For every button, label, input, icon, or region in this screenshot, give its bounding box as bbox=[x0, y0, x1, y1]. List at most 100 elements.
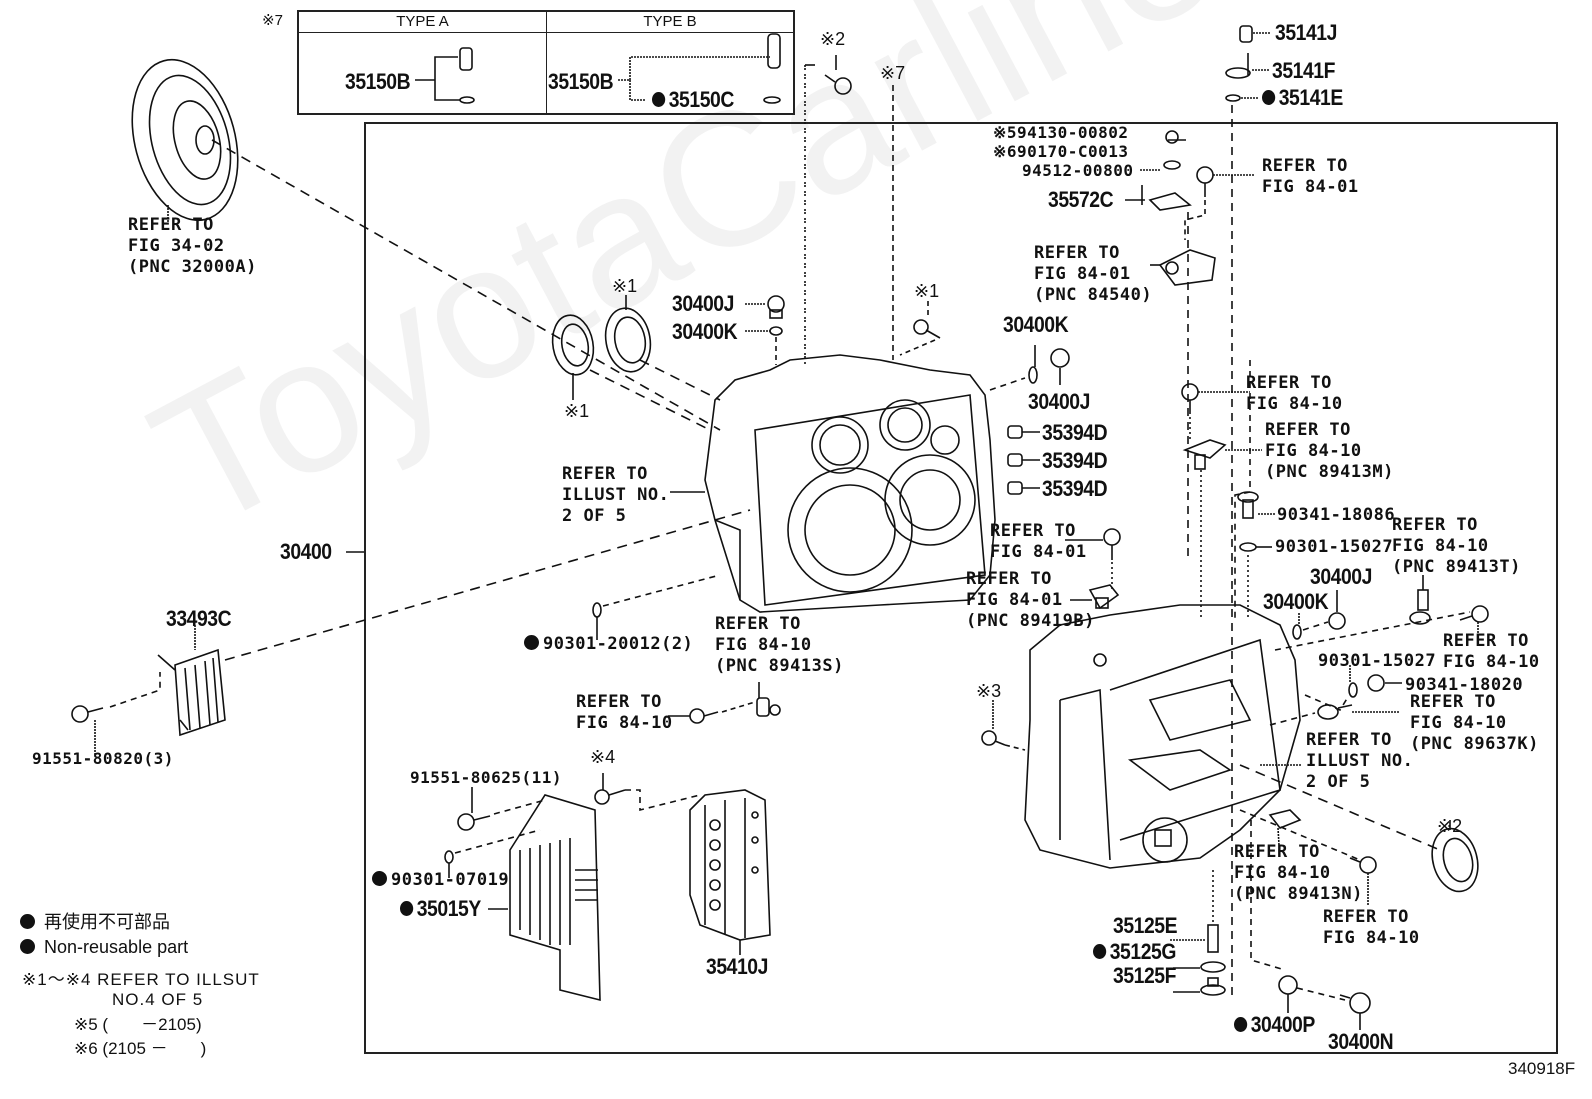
ref-pnc-89419B[interactable]: REFER TO FIG 84-01 (PNC 89419B) bbox=[966, 569, 1095, 631]
legend-nonreusable-en: Non-reusable part bbox=[20, 936, 188, 958]
non-reusable-dot-icon bbox=[652, 91, 666, 107]
part-35150B-type-b[interactable]: 35150B bbox=[548, 69, 614, 94]
type-table-note-marker: ※7 bbox=[262, 12, 283, 29]
oil-pan-icon bbox=[509, 794, 601, 1002]
ref-fig-84-10-b[interactable]: REFER TO FIG 84-10 bbox=[1443, 631, 1540, 672]
type-b-sensor-icon bbox=[767, 33, 781, 69]
bolt-icon bbox=[594, 789, 626, 805]
ref-pnc-89413S[interactable]: REFER TO FIG 84-10 (PNC 89413S) bbox=[715, 614, 844, 676]
bolt-icon bbox=[981, 730, 1006, 746]
oil-cooler-icon bbox=[157, 648, 226, 737]
ref-pnc-89413N[interactable]: REFER TO FIG 84-10 (PNC 89413N) bbox=[1234, 842, 1363, 904]
part-33493C[interactable]: 33493C bbox=[166, 606, 232, 631]
part-94130-00802[interactable]: ※594130-00802 bbox=[993, 123, 1129, 142]
part-30400K-lower[interactable]: 30400K bbox=[1263, 589, 1329, 614]
part-90301-07019[interactable]: 90301-07019 bbox=[372, 870, 509, 891]
part-35015Y[interactable]: 35015Y bbox=[400, 897, 481, 921]
part-35141F[interactable]: 35141F bbox=[1272, 58, 1336, 83]
bolt-icon bbox=[457, 813, 491, 831]
part-30400N[interactable]: 30400N bbox=[1328, 1029, 1394, 1054]
ref-fig-84-10-c[interactable]: REFER TO FIG 84-10 bbox=[1323, 907, 1420, 948]
sensor-icon bbox=[1409, 589, 1431, 625]
bolt-icon bbox=[1207, 924, 1219, 953]
illust-ref-right[interactable]: REFER TO ILLUST NO. 2 OF 5 bbox=[1306, 730, 1414, 792]
transaxle-case-icon bbox=[704, 354, 996, 613]
oring-icon bbox=[1239, 542, 1257, 552]
ref-fig-84-01-mid[interactable]: REFER TO FIG 84-01 bbox=[990, 521, 1087, 562]
ref-fig-84-01-top[interactable]: REFER TO FIG 84-01 bbox=[1262, 156, 1359, 197]
non-reusable-dot-icon bbox=[1262, 89, 1276, 105]
seal-note-bottom: ※1 bbox=[564, 401, 590, 421]
ref-fig-84-10-a[interactable]: REFER TO FIG 84-10 bbox=[1246, 373, 1343, 414]
ref-pnc-89413T[interactable]: REFER TO FIG 84-10 (PNC 89413T) bbox=[1392, 515, 1521, 577]
part-35125F[interactable]: 35125F bbox=[1113, 963, 1177, 988]
part-30400P[interactable]: 30400P bbox=[1234, 1013, 1315, 1037]
part-90301-15027-a[interactable]: 90301-15027 bbox=[1275, 537, 1394, 557]
part-30400K-top[interactable]: 30400K bbox=[672, 319, 738, 344]
part-35150B-type-a[interactable]: 35150B bbox=[345, 69, 411, 94]
speed-sensor-icon bbox=[756, 697, 781, 717]
bolt-icon bbox=[689, 708, 719, 724]
oring-icon bbox=[444, 850, 454, 864]
drain-plug-icon bbox=[767, 295, 785, 319]
part-90341-18020[interactable]: 90341-18020 bbox=[1405, 675, 1524, 695]
type-table-divider bbox=[546, 12, 547, 113]
drain-plug-icon bbox=[1328, 612, 1346, 630]
part-35125E[interactable]: 35125E bbox=[1113, 913, 1178, 938]
transaxle-housing-rear-icon bbox=[1024, 604, 1301, 869]
gasket-icon bbox=[1028, 366, 1038, 384]
oring-icon bbox=[1225, 94, 1241, 102]
oil-seal-icon bbox=[1431, 827, 1479, 893]
part-35141J[interactable]: 35141J bbox=[1275, 20, 1337, 45]
part-30400J-right[interactable]: 30400J bbox=[1028, 389, 1090, 414]
diagram-code: 340918F bbox=[1508, 1059, 1576, 1078]
part-90170-C0013[interactable]: ※690170-C0013 bbox=[993, 142, 1129, 161]
detent-lever-icon bbox=[1141, 185, 1192, 211]
part-35141E[interactable]: 35141E bbox=[1262, 86, 1343, 110]
sensor-icon bbox=[1088, 584, 1120, 610]
bolt-icon bbox=[824, 74, 852, 95]
legend-note-1-4-cont: NO.4 OF 5 bbox=[112, 990, 204, 1009]
ref-pnc-84540[interactable]: REFER TO FIG 84-01 (PNC 84540) bbox=[1034, 243, 1153, 305]
illust-ref-left[interactable]: REFER TO ILLUST NO. 2 OF 5 bbox=[562, 464, 670, 526]
part-30400J-lower[interactable]: 30400J bbox=[1310, 564, 1372, 589]
oil-seal-icon bbox=[551, 314, 595, 376]
converter-leader bbox=[211, 139, 721, 431]
gasket-icon bbox=[1278, 975, 1298, 995]
part-94512-00800[interactable]: 94512-00800 bbox=[1022, 161, 1134, 180]
drain-plug-icon bbox=[1339, 992, 1371, 1014]
part-35394D-2[interactable]: 35394D bbox=[1042, 448, 1108, 473]
type-a-sensor-icon bbox=[459, 47, 473, 71]
part-35125G[interactable]: 35125G bbox=[1093, 940, 1176, 964]
cap-icon bbox=[1239, 25, 1253, 43]
note-2-bottom: ※2 bbox=[1437, 816, 1463, 836]
part-35394D-1[interactable]: 35394D bbox=[1042, 420, 1108, 445]
torque-converter-ref[interactable]: REFER TO FIG 34-02 (PNC 32000A) bbox=[128, 215, 257, 277]
part-30400K-right[interactable]: 30400K bbox=[1003, 312, 1069, 337]
part-35394D-3[interactable]: 35394D bbox=[1042, 476, 1108, 501]
type-a-leader bbox=[415, 56, 460, 101]
part-30400J-top[interactable]: 30400J bbox=[672, 291, 734, 316]
part-91551-80820[interactable]: 91551-80820(3) bbox=[32, 749, 174, 768]
pin-icon bbox=[1007, 481, 1023, 495]
type-b-header: TYPE B bbox=[547, 12, 793, 33]
part-35572C[interactable]: 35572C bbox=[1048, 187, 1114, 212]
ref-pnc-89413M[interactable]: REFER TO FIG 84-10 (PNC 89413M) bbox=[1265, 420, 1394, 482]
part-35410J[interactable]: 35410J bbox=[706, 954, 768, 979]
part-30400[interactable]: 30400 bbox=[280, 539, 332, 564]
oring-icon bbox=[1348, 682, 1358, 698]
bolt-icon bbox=[1196, 166, 1214, 197]
ref-fig-84-10-left[interactable]: REFER TO FIG 84-10 bbox=[576, 692, 673, 733]
part-91551-80625[interactable]: 91551-80625(11) bbox=[410, 768, 562, 787]
bolt-icon bbox=[1459, 605, 1489, 623]
part-90341-18086[interactable]: 90341-18086 bbox=[1277, 505, 1396, 525]
speed-sensor-icon bbox=[1182, 439, 1227, 470]
oring-icon bbox=[592, 602, 602, 618]
ref-pnc-89637K[interactable]: REFER TO FIG 84-10 (PNC 89637K) bbox=[1410, 692, 1539, 754]
part-90301-15027-b[interactable]: 90301-15027 bbox=[1318, 651, 1437, 671]
part-90301-20012[interactable]: 90301-20012(2) bbox=[524, 634, 693, 655]
bolt-icon bbox=[1181, 383, 1199, 412]
washer-icon bbox=[1200, 961, 1226, 973]
part-35150C[interactable]: 35150C bbox=[652, 88, 734, 112]
